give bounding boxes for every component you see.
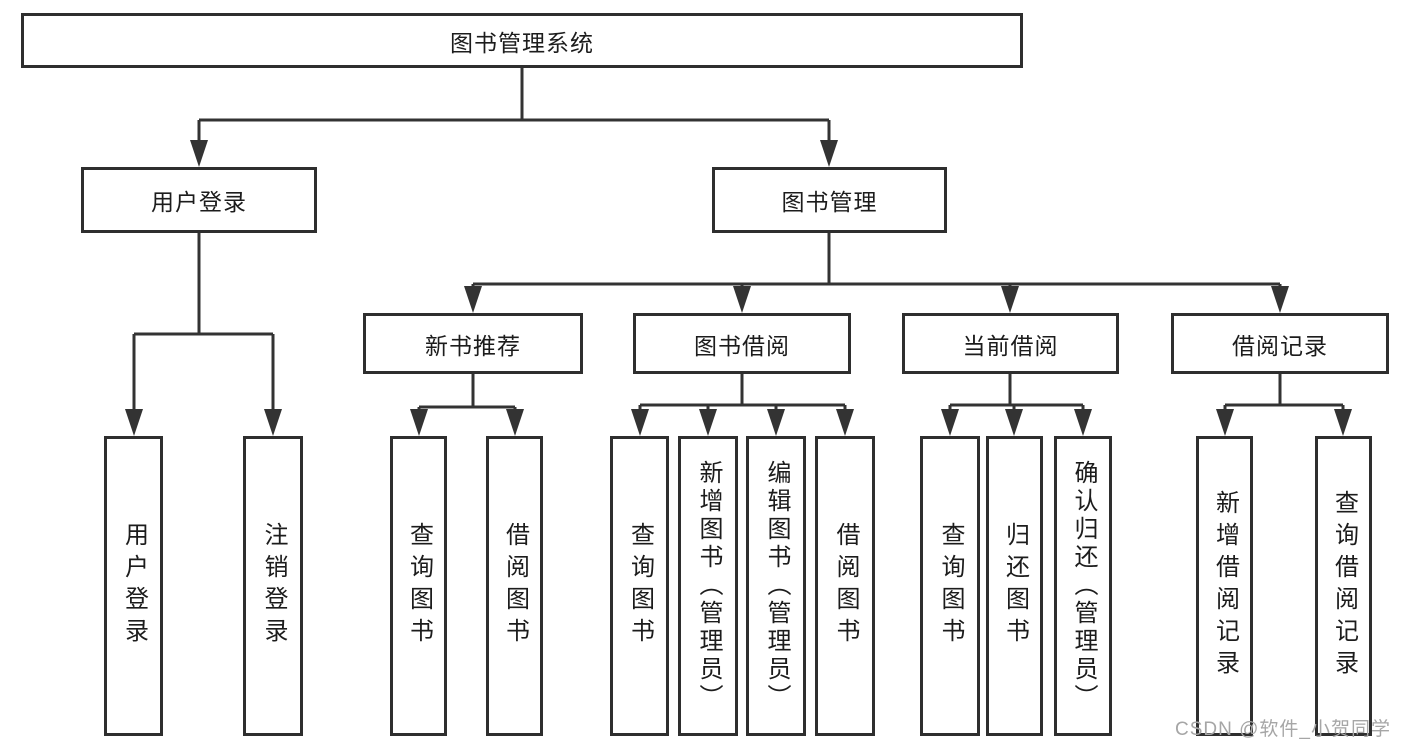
leaf-current-query-books-label: 查询图书 [937, 522, 964, 650]
leaf-recommend-query-books-label: 查询图书 [405, 522, 433, 650]
node-new-book-recommend: 新书推荐 [363, 313, 583, 374]
node-library-system-label: 图书管理系统 [450, 29, 594, 56]
leaf-query-borrow-record-label: 查询借阅记录 [1330, 490, 1358, 682]
leaf-current-query-books: 查询图书 [920, 436, 980, 736]
node-book-management-label: 图书管理 [781, 189, 878, 215]
leaf-user-login: 用户登录 [104, 436, 163, 736]
leaf-borrow-query-books: 查询图书 [610, 436, 669, 736]
leaf-user-login-label: 用户登录 [120, 522, 148, 650]
node-book-borrow-label: 图书借阅 [694, 332, 790, 359]
node-library-system: 图书管理系统 [21, 13, 1023, 68]
leaf-return-books: 归还图书 [986, 436, 1043, 736]
leaf-return-books-label: 归还图书 [1001, 522, 1029, 650]
leaf-edit-books-admin: 编辑图书（管理员） [746, 436, 806, 736]
leaf-recommend-borrow-books-label: 借阅图书 [501, 522, 529, 650]
leaf-recommend-borrow-books: 借阅图书 [486, 436, 543, 736]
node-user-login: 用户登录 [81, 167, 317, 233]
node-book-borrow: 图书借阅 [633, 313, 851, 374]
leaf-recommend-query-books: 查询图书 [390, 436, 447, 736]
node-new-book-recommend-label: 新书推荐 [425, 332, 521, 359]
node-current-borrow: 当前借阅 [902, 313, 1119, 374]
leaf-edit-books-admin-label: 编辑图书（管理员） [763, 460, 790, 712]
node-current-borrow-label: 当前借阅 [962, 332, 1059, 359]
node-user-login-label: 用户登录 [151, 189, 247, 215]
leaf-add-books-admin-label: 新增图书（管理员） [695, 460, 722, 712]
leaf-confirm-return-admin-label: 确认归还（管理员） [1070, 460, 1097, 712]
leaf-add-books-admin: 新增图书（管理员） [678, 436, 738, 736]
leaf-borrow-books: 借阅图书 [815, 436, 875, 736]
leaf-borrow-query-books-label: 查询图书 [626, 522, 654, 650]
leaf-logout-label: 注销登录 [260, 522, 287, 650]
leaf-query-borrow-record: 查询借阅记录 [1315, 436, 1372, 736]
node-book-management: 图书管理 [712, 167, 947, 233]
node-borrow-record-label: 借阅记录 [1232, 332, 1328, 359]
leaf-add-borrow-record: 新增借阅记录 [1196, 436, 1253, 736]
watermark: CSDN @软件_小贺同学 [1175, 719, 1391, 740]
leaf-logout: 注销登录 [243, 436, 303, 736]
leaf-confirm-return-admin: 确认归还（管理员） [1054, 436, 1112, 736]
leaf-add-borrow-record-label: 新增借阅记录 [1211, 490, 1239, 682]
leaf-borrow-books-label: 借阅图书 [832, 522, 859, 650]
node-borrow-record: 借阅记录 [1171, 313, 1389, 374]
